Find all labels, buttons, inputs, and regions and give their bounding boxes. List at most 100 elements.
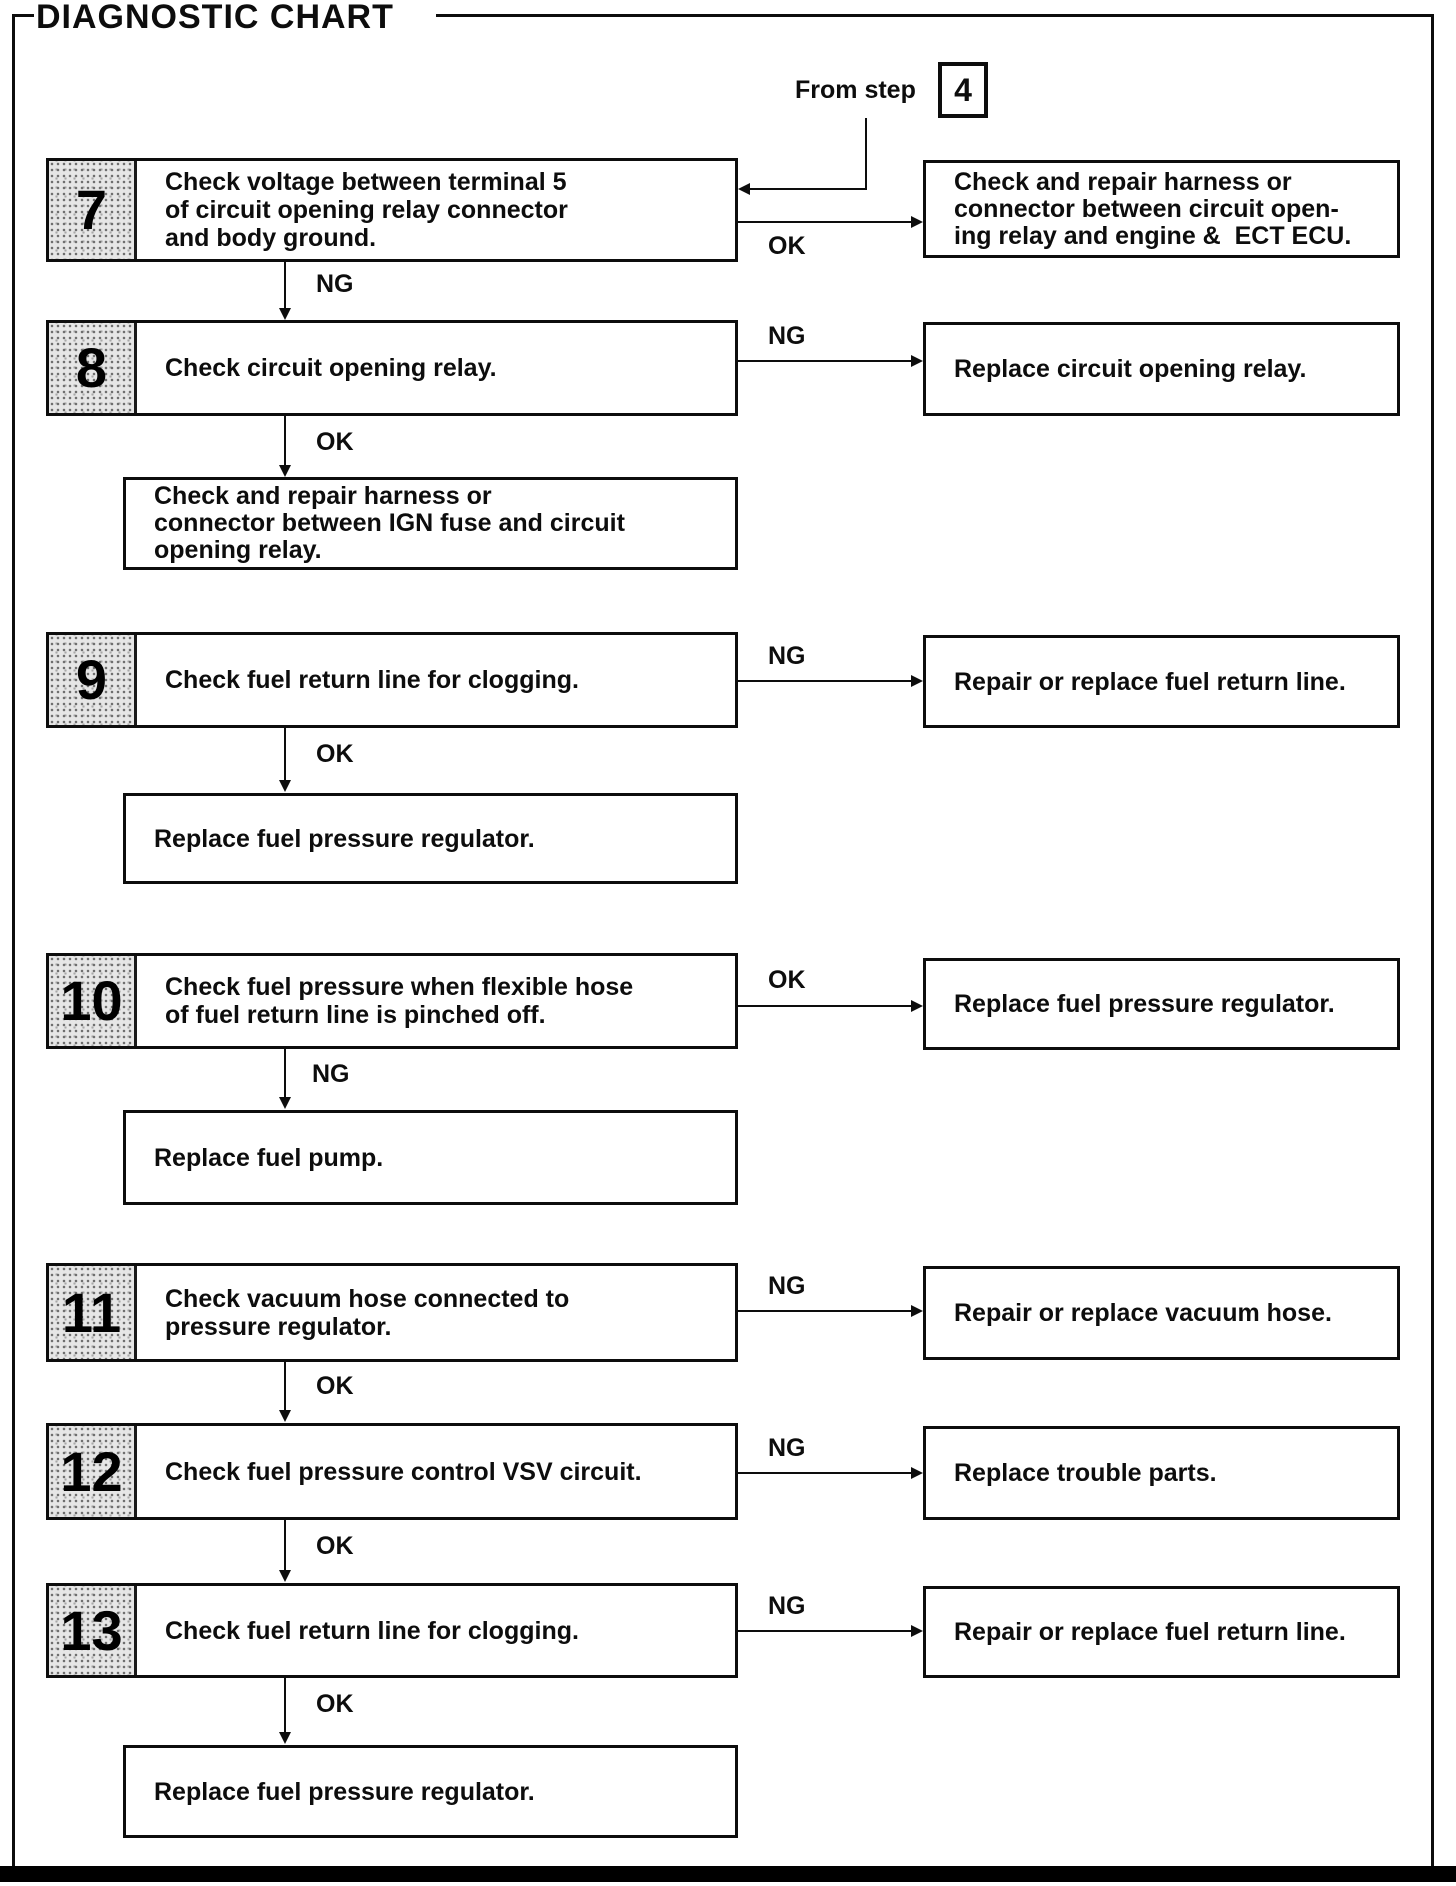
action-9-ok-box: Replace fuel pressure regulator. <box>123 793 738 884</box>
result-13-box: Repair or replace fuel return line. <box>923 1586 1400 1678</box>
arrow-right-icon <box>911 1305 923 1317</box>
step-11-ng-label: NG <box>768 1272 806 1300</box>
step-10-number-tab: 10 <box>49 956 137 1046</box>
page-title: DIAGNOSTIC CHART <box>36 0 394 36</box>
step-13-number: 13 <box>60 1598 123 1662</box>
step-11-ng-line <box>738 1310 912 1312</box>
arrow-right-icon <box>911 675 923 687</box>
step-9-number: 9 <box>75 648 108 711</box>
text-line: Check vacuum hose connected to <box>165 1284 570 1313</box>
action-9-ok-text: Replace fuel pressure regulator. <box>126 796 735 881</box>
step-11-down-line <box>284 1362 286 1410</box>
action-10-ng-box: Replace fuel pump. <box>123 1110 738 1205</box>
arrow-down-icon <box>279 465 291 477</box>
frame-left-border <box>12 14 15 1866</box>
step-12-ng-line <box>738 1472 912 1474</box>
result-8-box: Replace circuit opening relay. <box>923 322 1400 416</box>
step-12-number: 12 <box>60 1439 123 1503</box>
entry-connector-vertical-line <box>865 118 867 190</box>
step-13-number-tab: 13 <box>49 1586 137 1675</box>
text-line: Check fuel pressure when flexible hose <box>165 973 634 1001</box>
step-11-ok-label: OK <box>316 1372 354 1400</box>
result-7-box: Check and repair harness or connector be… <box>923 160 1400 258</box>
action-13-ok-box: Replace fuel pressure regulator. <box>123 1745 738 1838</box>
step-9-ng-line <box>738 680 912 682</box>
text-line: Check fuel pressure control VSV circuit. <box>165 1457 642 1486</box>
result-11-text: Repair or replace vacuum hose. <box>926 1269 1397 1357</box>
arrow-down-icon <box>279 1570 291 1582</box>
step-10-ok-label: OK <box>768 966 806 994</box>
result-10-text: Replace fuel pressure regulator. <box>926 961 1397 1047</box>
from-step-number: 4 <box>954 71 972 108</box>
text-line: Repair or replace fuel return line. <box>954 667 1346 696</box>
step-11-box: 11 Check vacuum hose connected to pressu… <box>46 1263 738 1362</box>
text-line: Repair or replace vacuum hose. <box>954 1299 1332 1327</box>
result-11-box: Repair or replace vacuum hose. <box>923 1266 1400 1360</box>
arrow-left-icon <box>738 183 750 195</box>
step-13-ng-label: NG <box>768 1592 806 1620</box>
arrow-right-icon <box>911 1000 923 1012</box>
step-13-down-line <box>284 1678 286 1732</box>
step-12-ng-label: NG <box>768 1434 806 1462</box>
text-line: Check circuit opening relay. <box>165 354 497 382</box>
arrow-down-icon <box>279 780 291 792</box>
text-line: and body ground. <box>165 224 377 252</box>
text-line: of fuel return line is pinched off. <box>165 1001 546 1029</box>
arrow-down-icon <box>279 308 291 320</box>
text-line: connector between circuit open- <box>954 194 1339 223</box>
arrow-down-icon <box>279 1410 291 1422</box>
from-step-label: From step <box>795 76 916 104</box>
step-12-text: Check fuel pressure control VSV circuit. <box>137 1426 735 1517</box>
text-line: opening relay. <box>154 536 322 564</box>
text-line: Replace trouble parts. <box>954 1459 1217 1487</box>
text-line: Replace fuel pressure regulator. <box>154 824 535 853</box>
page-bottom-bar <box>0 1866 1456 1882</box>
step-13-ng-line <box>738 1630 912 1632</box>
text-line: Replace fuel pressure regulator. <box>154 1777 535 1806</box>
step-7-number-tab: 7 <box>49 161 137 259</box>
arrow-right-icon <box>911 1625 923 1637</box>
entry-connector-horizontal-line <box>749 188 866 190</box>
arrow-down-icon <box>279 1097 291 1109</box>
step-8-ng-label: NG <box>768 322 806 350</box>
step-7-down-line <box>284 262 286 308</box>
step-9-ok-label: OK <box>316 740 354 768</box>
text-line: Check fuel return line for clogging. <box>165 1616 579 1645</box>
step-12-ok-label: OK <box>316 1532 354 1560</box>
step-11-number-tab: 11 <box>49 1266 137 1359</box>
result-12-box: Replace trouble parts. <box>923 1426 1400 1520</box>
step-10-text: Check fuel pressure when flexible hose o… <box>137 956 735 1046</box>
step-7-number: 7 <box>75 178 108 241</box>
result-7-text: Check and repair harness or connector be… <box>926 163 1397 255</box>
step-8-ng-line <box>738 360 912 362</box>
step-12-down-line <box>284 1520 286 1570</box>
result-13-text: Repair or replace fuel return line. <box>926 1589 1397 1675</box>
frame-right-border <box>1431 14 1434 1866</box>
step-10-number: 10 <box>60 969 123 1032</box>
step-9-box: 9 Check fuel return line for clogging. <box>46 632 738 728</box>
text-line: Check and repair harness or <box>954 167 1292 196</box>
from-step-number-box: 4 <box>938 62 988 118</box>
result-8-text: Replace circuit opening relay. <box>926 325 1397 413</box>
text-line: Replace fuel pump. <box>154 1143 384 1172</box>
action-13-ok-text: Replace fuel pressure regulator. <box>126 1748 735 1835</box>
step-9-number-tab: 9 <box>49 635 137 725</box>
step-8-box: 8 Check circuit opening relay. <box>46 320 738 416</box>
text-line: of circuit opening relay connector <box>165 196 568 224</box>
text-line: Check fuel return line for clogging. <box>165 666 579 694</box>
result-9-box: Repair or replace fuel return line. <box>923 635 1400 728</box>
step-7-ng-label: NG <box>316 270 354 298</box>
arrow-right-icon <box>911 355 923 367</box>
step-10-ng-label: NG <box>312 1060 350 1088</box>
arrow-right-icon <box>911 1467 923 1479</box>
step-8-number-tab: 8 <box>49 323 137 413</box>
step-13-ok-label: OK <box>316 1690 354 1718</box>
action-8-ok-text: Check and repair harness or connector be… <box>126 480 735 567</box>
result-10-box: Replace fuel pressure regulator. <box>923 958 1400 1050</box>
step-13-text: Check fuel return line for clogging. <box>137 1586 735 1675</box>
step-9-text: Check fuel return line for clogging. <box>137 635 735 725</box>
action-8-ok-box: Check and repair harness or connector be… <box>123 477 738 570</box>
step-12-number-tab: 12 <box>49 1426 137 1517</box>
step-10-ok-line <box>738 1005 912 1007</box>
